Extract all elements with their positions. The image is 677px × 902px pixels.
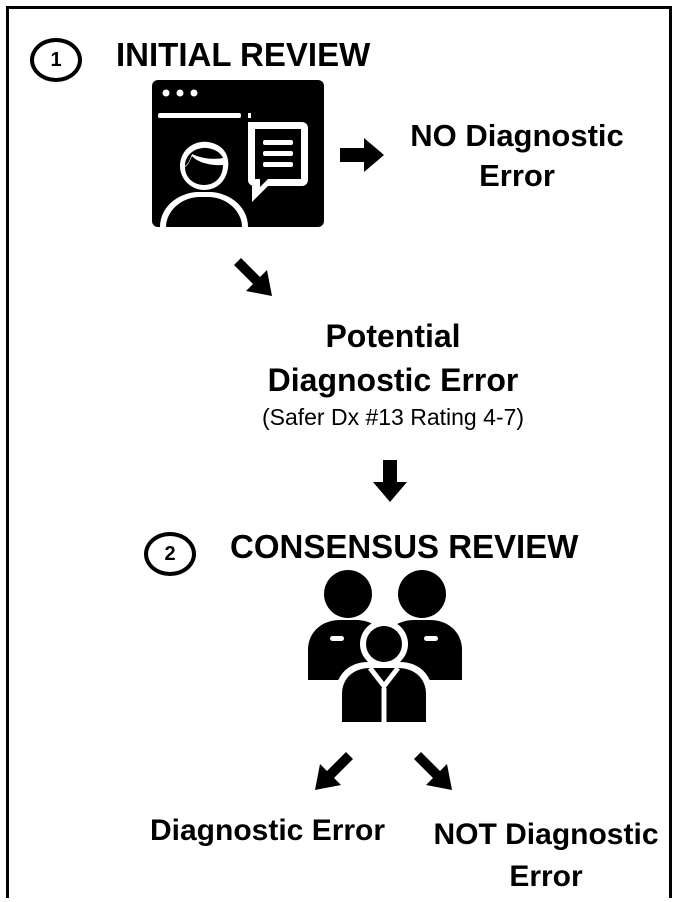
potential-line-1: Potential [325,318,461,354]
arrow-down-right-icon [234,258,272,296]
potential-line-2: Diagnostic Error [267,362,519,398]
outcome-diagnostic-error: Diagnostic Error [150,814,386,847]
outcome-right-line-2: Error [509,860,583,893]
safer-dx-note: (Safer Dx #13 Rating 4-7) [261,404,525,430]
arrow-right-icon [340,138,384,172]
no-error-line-1: NO Diagnostic [410,118,624,153]
step-1-badge: 1 [30,38,82,82]
no-error-line-2: Error [479,158,555,193]
outcome-not-diagnostic-error: NOT Diagnostic Error [428,814,664,898]
step-2-title: CONSENSUS REVIEW [230,528,579,565]
arrow-down-icon [373,460,407,502]
diagram-frame [6,6,672,898]
step-1-number: 1 [50,48,62,71]
no-error-label: NO Diagnostic Error [392,116,642,196]
reviewer-at-screen-icon [152,80,324,227]
step-2-number: 2 [164,542,176,565]
group-of-people-icon [308,570,462,722]
outcome-right-line-1: NOT Diagnostic [433,818,659,851]
arrow-down-right-icon-2 [414,752,452,790]
step-2-badge: 2 [144,532,196,576]
arrow-down-left-icon [315,752,353,790]
step-1-title: INITIAL REVIEW [116,36,371,73]
potential-error-label: Potential Diagnostic Error [238,314,548,402]
